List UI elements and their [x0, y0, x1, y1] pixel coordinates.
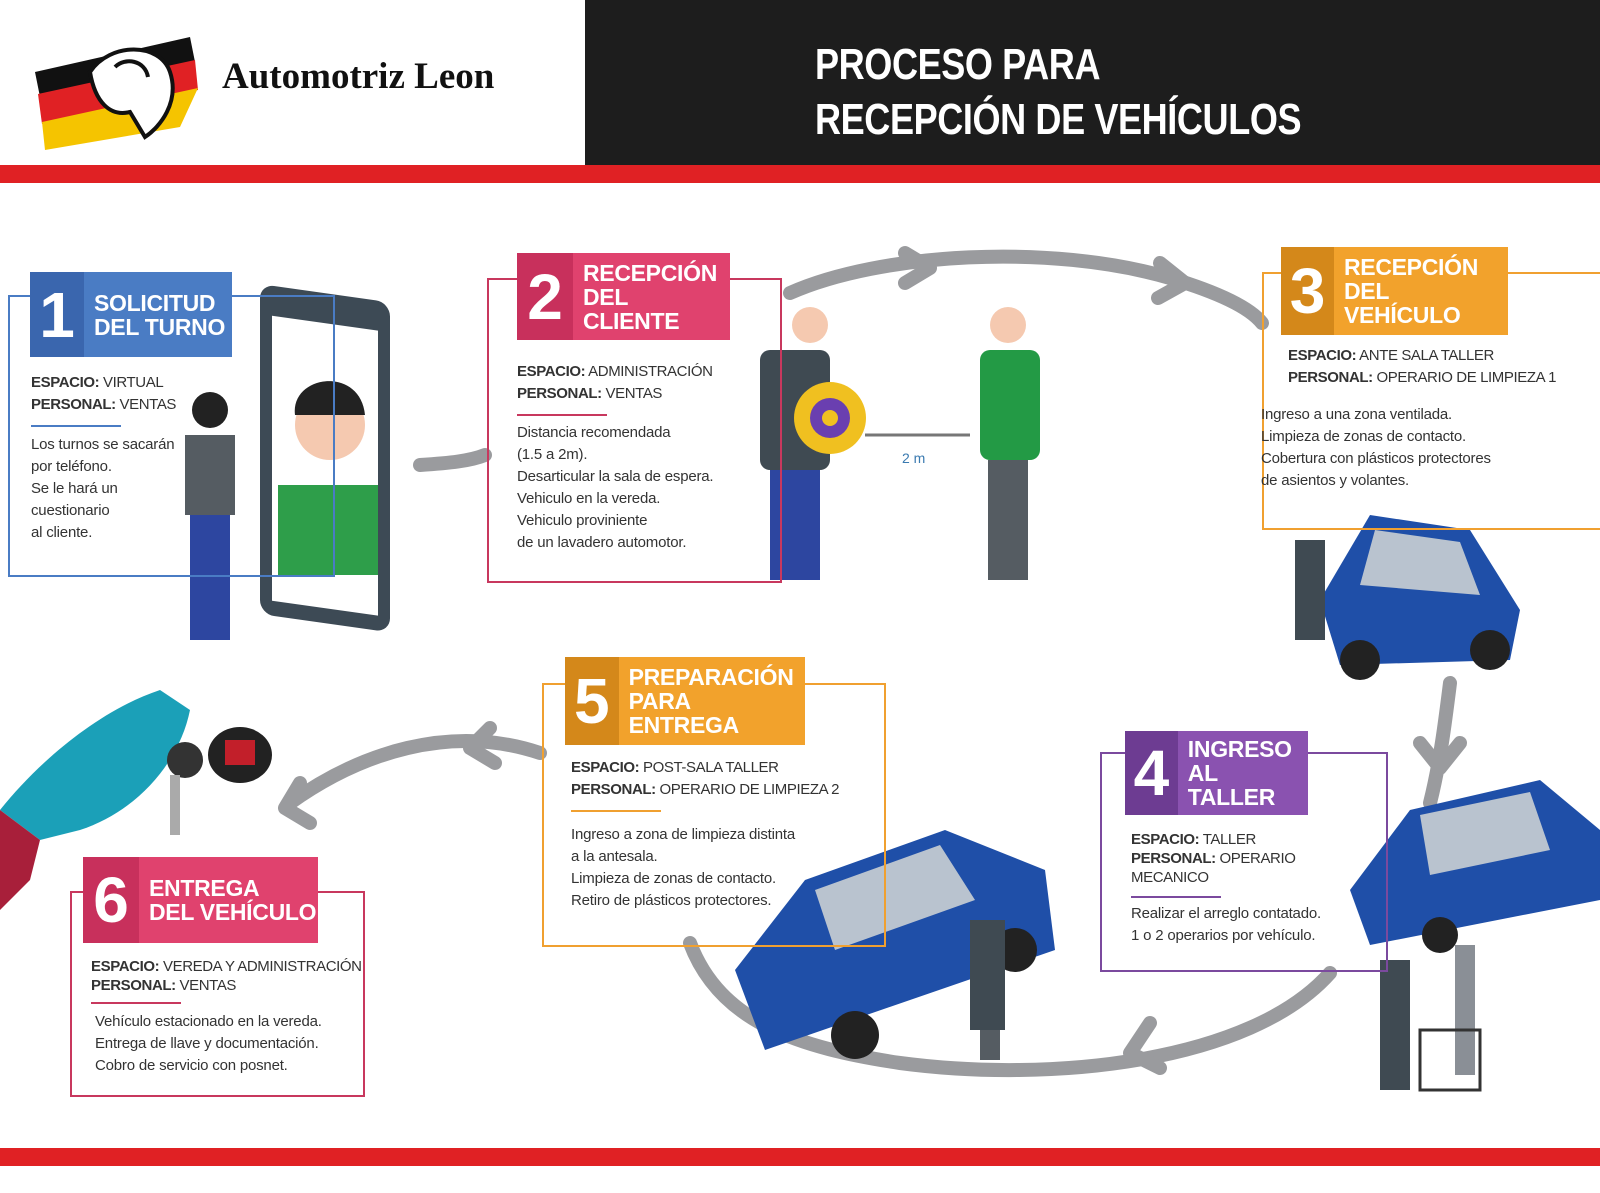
espacio-label: ESPACIO: — [1131, 831, 1200, 848]
arrow-1-to-2 — [413, 448, 492, 472]
espacio-label: ESPACIO: — [31, 374, 100, 391]
step-3-number: 3 — [1281, 247, 1334, 335]
step-1-espacio: VIRTUAL — [102, 374, 164, 391]
personal-label: PERSONAL: — [31, 396, 116, 413]
step-1-meta: ESPACIO: VIRTUAL PERSONAL: VENTAS — [31, 372, 176, 416]
step-1-title-line-2: DEL TURNO — [94, 313, 226, 340]
step-2-espacio: ADMINISTRACIÓN — [588, 363, 713, 380]
distance-label: 2 m — [902, 450, 926, 466]
divider — [91, 1002, 181, 1004]
step-4-description: Realizar el arreglo contatado. 1 o 2 ope… — [1131, 905, 1321, 944]
divider — [1131, 896, 1221, 898]
arrow-5-to-6 — [283, 734, 547, 810]
personal-label: PERSONAL: — [91, 977, 176, 994]
step-1-description: Los turnos se sacarán por teléfono. Se l… — [31, 436, 175, 541]
step-5-number: 5 — [565, 657, 619, 745]
personal-label: PERSONAL: — [1131, 850, 1216, 867]
step-4-personal-cont: MECANICO — [1131, 869, 1209, 886]
step-5-title-line-1: PREPARACIÓN — [628, 664, 794, 690]
personal-label: PERSONAL: — [517, 385, 602, 402]
step-2-meta: ESPACIO: ADMINISTRACIÓN PERSONAL: VENTAS — [517, 361, 713, 405]
bottom-red-bar — [0, 1148, 1600, 1166]
step-6-espacio: VEREDA Y ADMINISTRACIÓN — [162, 958, 362, 975]
step-1-title-line-1: SOLICITUD — [94, 289, 216, 316]
top-red-bar — [0, 165, 1600, 183]
step-3-personal: OPERARIO DE LIMPIEZA 1 — [1376, 369, 1557, 386]
divider — [517, 414, 607, 416]
arrow-3-to-4 — [1423, 676, 1457, 810]
espacio-label: ESPACIO: — [91, 958, 160, 975]
car-preparation-illustration — [735, 830, 1055, 1060]
step-3-title-line-2: DEL VEHÍCULO — [1343, 278, 1461, 328]
page-title-line-2: RECEPCIÓN DE VEHÍCULOS — [815, 95, 1302, 144]
step-2-personal: VENTAS — [605, 385, 663, 402]
espacio-label: ESPACIO: — [1288, 347, 1357, 364]
car-cleaning-illustration — [1295, 515, 1520, 680]
step-6-title-line-2: DEL VEHÍCULO — [149, 899, 317, 925]
step-2-title-line-1: RECEPCIÓN — [582, 259, 718, 286]
client-reception-illustration — [760, 307, 1040, 580]
step-5-meta: ESPACIO: POST-SALA TALLER PERSONAL: OPER… — [571, 757, 840, 801]
step-6-description: Vehículo estacionado en la vereda. Entre… — [95, 1013, 322, 1074]
personal-label: PERSONAL: — [1288, 369, 1373, 386]
step-4-number: 4 — [1125, 731, 1178, 815]
step-3-espacio: ANTE SALA TALLER — [1359, 347, 1494, 364]
step-5-description: Ingreso a zona de limpieza distinta a la… — [571, 826, 795, 909]
arrow-2-to-3 — [783, 249, 1269, 330]
step-3-title-line-1: RECEPCIÓN — [1343, 254, 1479, 280]
lion-logo-icon — [35, 37, 198, 150]
page-title-line-1: PROCESO PARA — [815, 40, 1101, 89]
brand-name: Automotriz Leon — [222, 56, 495, 97]
step-5-title-line-2: PARA ENTREGA — [628, 688, 740, 738]
step-4-title-line-2: AL TALLER — [1187, 760, 1276, 810]
espacio-label: ESPACIO: — [517, 363, 586, 380]
step-4-title-line-1: INGRESO — [1187, 736, 1292, 762]
divider — [571, 810, 661, 812]
phone-call-illustration — [185, 285, 390, 640]
step-2-description: Distancia recomendada (1.5 a 2m). Desart… — [517, 424, 714, 551]
header-title-area — [585, 0, 1600, 165]
step-6-meta: ESPACIO: VEREDA Y ADMINISTRACIÓN PERSONA… — [91, 957, 362, 995]
step-6-title-line-1: ENTREGA — [149, 875, 260, 901]
personal-label: PERSONAL: — [571, 781, 656, 798]
step-2-number: 2 — [517, 253, 573, 340]
step-5-espacio: POST-SALA TALLER — [642, 759, 779, 776]
process-flow-arrows — [278, 246, 1467, 1078]
step-2-title-line-2: DEL CLIENTE — [582, 283, 680, 334]
divider — [31, 425, 121, 427]
step-6-personal: VENTAS — [179, 977, 237, 994]
car-lift-illustration — [1350, 780, 1600, 1092]
step-4-personal: OPERARIO — [1219, 850, 1296, 867]
step-6-number: 6 — [83, 857, 139, 943]
step-4-espacio: TALLER — [1202, 831, 1257, 848]
key-handover-illustration — [0, 690, 272, 910]
step-3-meta: ESPACIO: ANTE SALA TALLER PERSONAL: OPER… — [1288, 345, 1557, 389]
step-4-meta: ESPACIO: TALLER PERSONAL: OPERARIO MECAN… — [1131, 830, 1296, 887]
header-brand-area: Automotriz Leon — [0, 0, 585, 165]
step-1-personal: VENTAS — [119, 396, 177, 413]
step-1-number: 1 — [30, 272, 84, 357]
step-3-description: Ingreso a una zona ventilada. Limpieza d… — [1261, 406, 1491, 489]
espacio-label: ESPACIO: — [571, 759, 640, 776]
arrow-4-to-5 — [683, 936, 1337, 1078]
step-5-personal: OPERARIO DE LIMPIEZA 2 — [659, 781, 840, 798]
